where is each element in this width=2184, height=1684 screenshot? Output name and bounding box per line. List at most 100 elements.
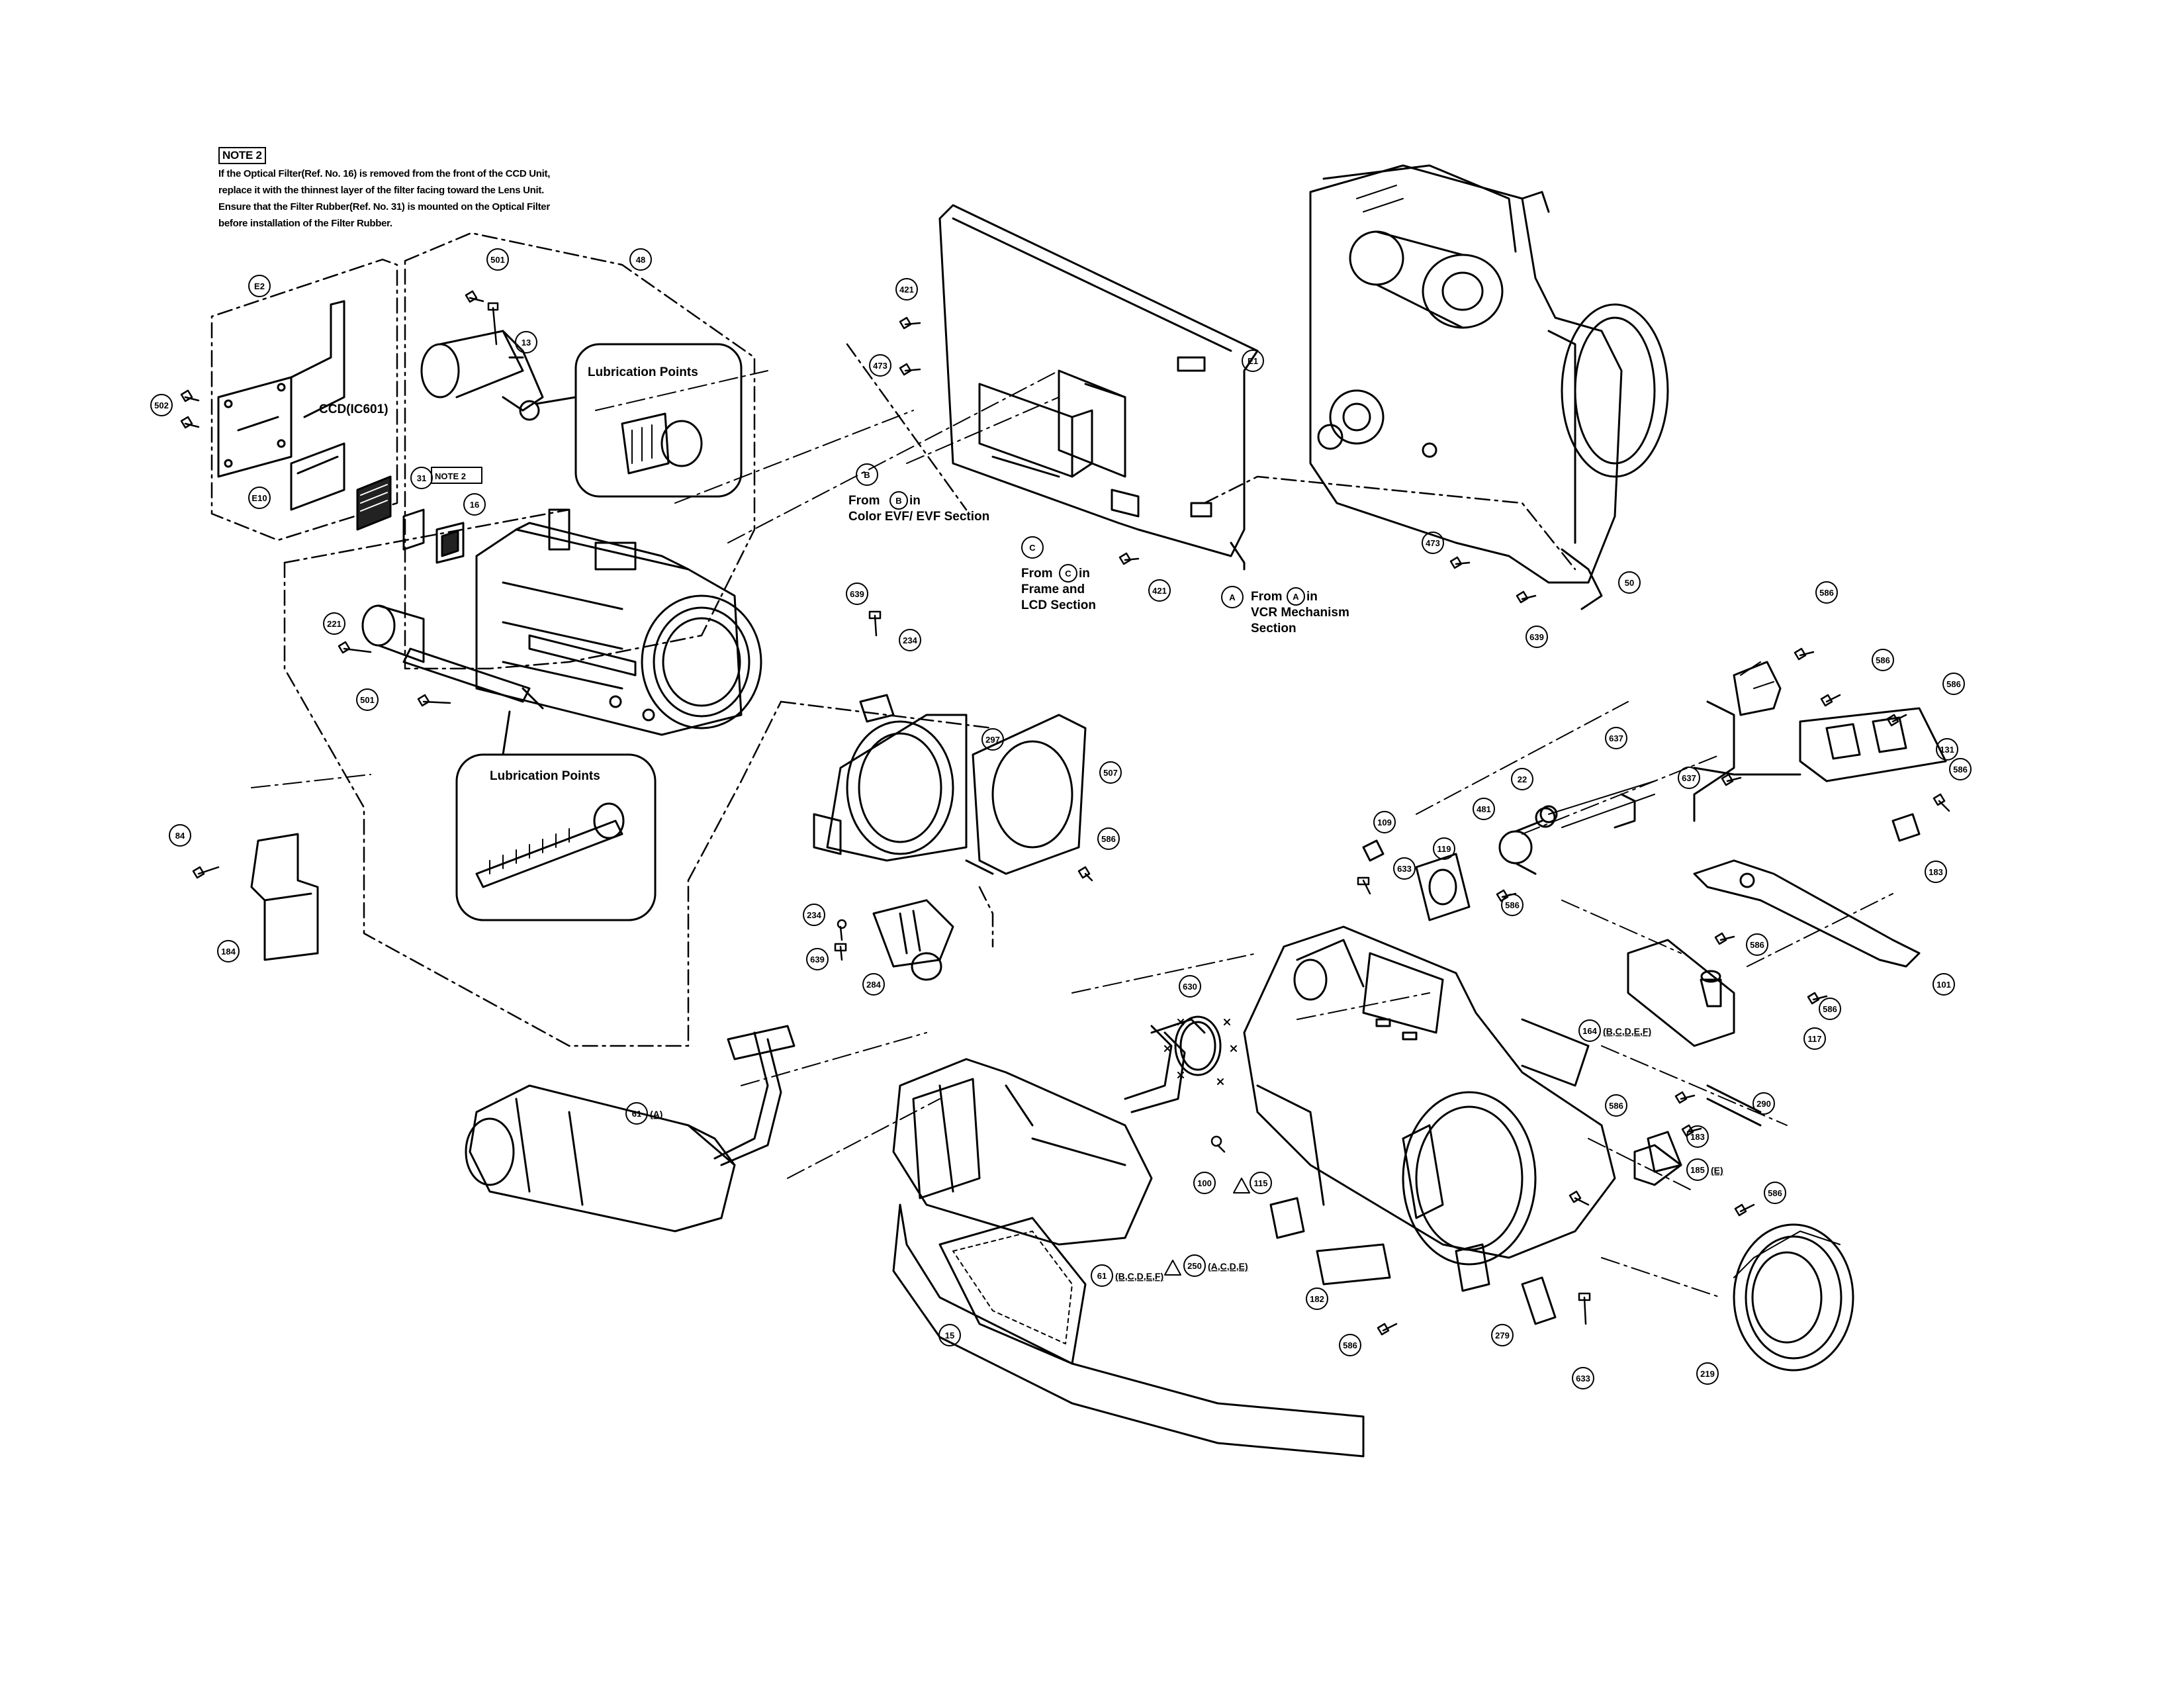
from-c-in: in [1079,567,1090,581]
callout-84: 84 [169,824,191,847]
callout-219: 219 [1696,1362,1719,1385]
svg-text:E10: E10 [251,493,267,503]
svg-text:586: 586 [1823,1004,1837,1014]
svg-text:22: 22 [1518,774,1527,784]
svg-text:290: 290 [1756,1099,1771,1109]
svg-text:234: 234 [807,910,821,920]
callout-586g: 586 [1746,933,1768,956]
svg-text:279: 279 [1495,1331,1510,1340]
callout-421a: 421 [895,278,918,301]
callout-502: 502 [150,394,173,416]
from-a-line2: VCR Mechanism [1251,606,1349,620]
callout-250: 250 [1183,1254,1206,1277]
note-line: replace it with the thinnest layer of th… [218,185,544,196]
callout-633b: 633 [1572,1367,1594,1389]
hand-strap [892,1203,1365,1458]
from-b-in: in [909,494,921,508]
svg-text:C: C [1029,543,1036,553]
callout-117: 117 [1803,1027,1826,1050]
svg-text:586: 586 [1505,900,1520,910]
callout-639b: 639 [846,583,868,605]
svg-text:473: 473 [1426,538,1440,548]
svg-text:421: 421 [1152,586,1167,596]
callout-586e: 586 [1949,758,1972,780]
callout-184: 184 [217,940,240,962]
callout-c: C [1021,536,1044,559]
warning-triangle-icon [1233,1178,1250,1193]
svg-text:50: 50 [1625,578,1634,588]
svg-text:586: 586 [1750,940,1764,950]
callout-290: 290 [1752,1092,1775,1115]
svg-text:586: 586 [1819,588,1834,598]
front-case [1243,925,1616,1266]
callout-639a: 639 [1525,626,1548,648]
lens-ring [1733,1223,1854,1372]
svg-text:B: B [864,470,870,480]
svg-text:221: 221 [327,619,341,629]
callout-473a: 473 [869,354,891,377]
ccd-board-assembly [217,300,465,564]
callout-131: 131 [1936,738,1958,761]
callout-234b: 234 [803,904,825,926]
note-line: If the Optical Filter(Ref. No. 16) is re… [218,168,551,179]
svg-text:182: 182 [1310,1294,1324,1304]
from-a-line3: Section [1251,622,1297,635]
svg-text:586: 586 [1946,679,1961,689]
callout-234a: 234 [899,629,921,651]
callout-586h: 586 [1819,998,1841,1020]
svg-text:586: 586 [1768,1188,1782,1198]
callout-481: 481 [1473,798,1495,820]
svg-text:13: 13 [522,338,531,348]
svg-text:183: 183 [1929,867,1943,877]
svg-text:119: 119 [1437,844,1451,854]
callouts: 501 48 13 E2 502 E10 31 16 221 501 84 18… [150,248,1972,1389]
svg-text:639: 639 [850,589,864,599]
callout-507: 507 [1099,761,1122,784]
warning-triangle-icon [1164,1260,1181,1276]
from-a-letter: A [1293,592,1299,602]
callout-586f: 586 [1501,894,1524,916]
callout-586b: 586 [1815,581,1838,604]
svg-text:109: 109 [1377,818,1392,827]
callout-279: 279 [1491,1324,1514,1346]
callout-183b: 183 [1686,1125,1709,1148]
callout-119: 119 [1433,837,1455,860]
svg-text:586: 586 [1876,655,1890,665]
callout-630: 630 [1179,975,1201,998]
svg-text:185: 185 [1690,1165,1705,1175]
svg-text:164: 164 [1582,1026,1597,1036]
callout-a: A [1221,586,1244,608]
svg-text:101: 101 [1936,980,1951,990]
svg-text:633: 633 [1576,1374,1590,1383]
callout-639c: 639 [806,948,829,970]
svg-text:502: 502 [154,400,169,410]
callout-61b: 61 [1091,1264,1113,1287]
callout-637b: 637 [1678,767,1700,789]
evf-eyepiece-b [892,1018,1206,1246]
lubrication-bubble-2 [455,710,657,921]
from-c-line3: LCD Section [1021,598,1096,612]
svg-text:184: 184 [221,947,236,957]
svg-text:31: 31 [417,473,426,483]
callout-e2: E2 [248,275,271,297]
svg-text:117: 117 [1808,1034,1822,1044]
lubrication-label-2: Lubrication Points [490,769,600,783]
callout-164-suffix: (B,C,D,E,F) [1603,1026,1651,1037]
ring-630 [1164,1015,1237,1085]
callout-501a: 501 [486,248,509,271]
svg-text:637: 637 [1682,773,1696,783]
from-c-line2: Frame and [1021,583,1085,596]
note-line: Ensure that the Filter Rubber(Ref. No. 3… [218,201,550,212]
evf-eyepiece-a [465,1025,796,1233]
svg-text:637: 637 [1609,733,1623,743]
callout-221: 221 [323,612,345,635]
callout-48: 48 [629,248,652,271]
part-284 [872,899,954,981]
svg-text:84: 84 [175,831,185,841]
lower-small-parts [1269,1131,1682,1325]
svg-text:E2: E2 [254,281,265,291]
svg-text:E1: E1 [1248,356,1258,366]
svg-text:48: 48 [636,255,645,265]
svg-text:586: 586 [1101,834,1116,844]
lens-frame [813,694,1087,875]
